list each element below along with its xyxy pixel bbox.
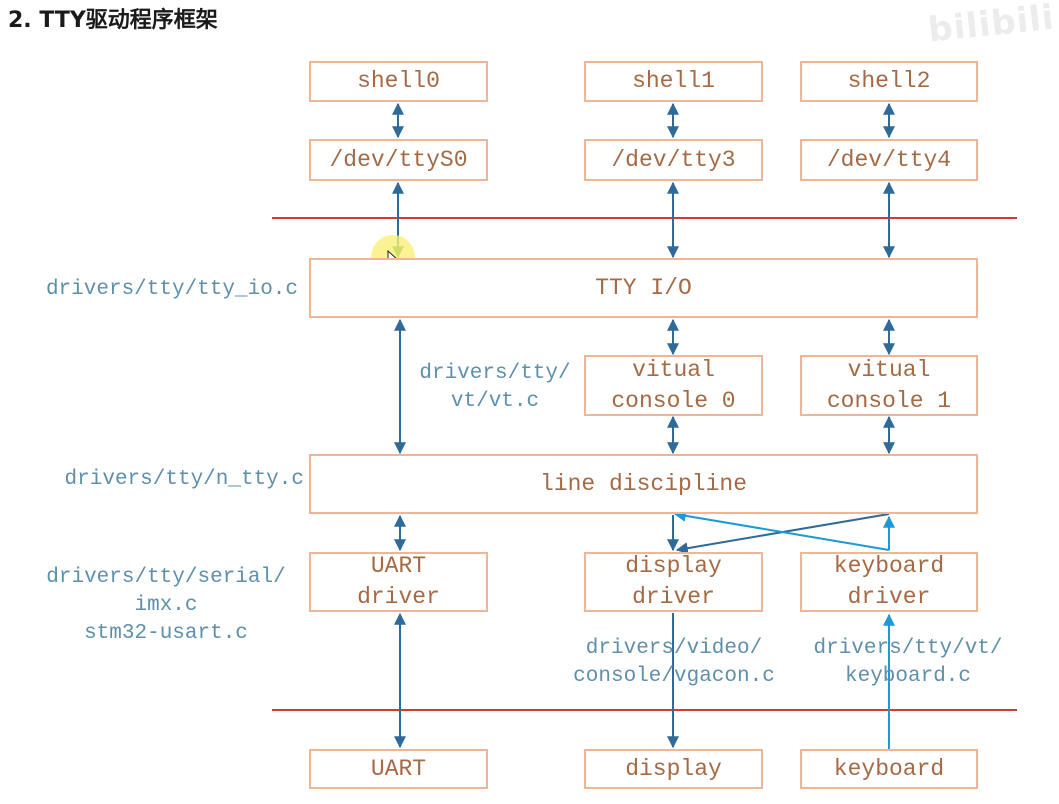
tty-io-source-label: drivers/tty/tty_io.c [45, 278, 298, 301]
virtual-console-1-box: vitual console 1 [800, 355, 978, 416]
n-tty-source-label: drivers/tty/n_tty.c [64, 468, 304, 491]
dev-tty4-box: /dev/tty4 [800, 139, 978, 181]
shell1-box: shell1 [584, 61, 763, 102]
shell0-box: shell0 [309, 61, 488, 102]
keyboard-driver-box: keyboard driver [800, 552, 978, 612]
uart-hardware-box: UART [309, 749, 488, 789]
page-title: 2. TTY驱动程序框架 [8, 8, 218, 33]
keyboard-hardware-box: keyboard [800, 749, 978, 789]
serial-source-label: drivers/tty/serial/ imx.c stm32-usart.c [46, 566, 286, 645]
dev-tty3-box: /dev/tty3 [584, 139, 763, 181]
display-driver-box: display driver [584, 552, 763, 612]
virtual-console-0-box: vitual console 0 [584, 355, 763, 416]
uart-driver-box: UART driver [309, 552, 488, 612]
shell2-box: shell2 [800, 61, 978, 102]
vgacon-source-label: drivers/video/ console/vgacon.c [573, 637, 775, 688]
display-hardware-box: display [584, 749, 763, 789]
dev-ttyS0-box: /dev/ttyS0 [309, 139, 488, 181]
vt-source-label: drivers/tty/ vt/vt.c [419, 362, 571, 413]
tty-io-box: TTY I/O [309, 258, 978, 318]
line-discipline-box: line discipline [309, 454, 978, 514]
keyboard-source-label: drivers/tty/vt/ keyboard.c [813, 637, 1003, 688]
arrow-cross-keyboard-to-ldisc [673, 509, 890, 551]
